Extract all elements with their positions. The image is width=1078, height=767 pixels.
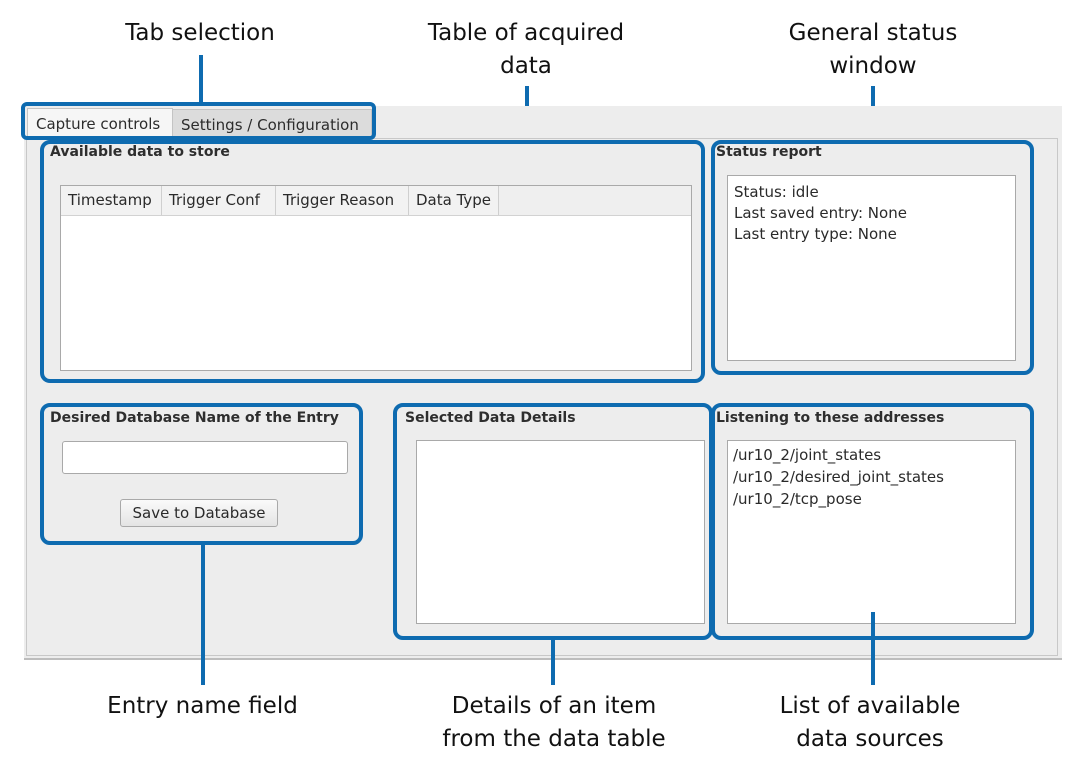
callout-status-window-line1: General status — [788, 20, 958, 46]
column-header-timestamp[interactable]: Timestamp — [61, 186, 162, 215]
details-panel[interactable] — [416, 440, 705, 624]
column-header-data-type[interactable]: Data Type — [409, 186, 499, 215]
status-report-title: Status report — [716, 144, 822, 160]
callout-status-window-line2: window — [829, 53, 917, 79]
column-header-trigger-reason[interactable]: Trigger Reason — [276, 186, 409, 215]
entry-name-title: Desired Database Name of the Entry — [50, 410, 339, 426]
callout-data-sources: List of available data sources — [770, 690, 970, 756]
callout-data-sources-line2: data sources — [796, 726, 944, 752]
callout-data-table-line1: Table of acquired — [427, 20, 625, 46]
addresses-title: Listening to these addresses — [716, 410, 945, 426]
data-table-title: Available data to store — [50, 144, 230, 160]
callout-details-line2: from the data table — [442, 726, 666, 752]
connector-data-sources — [871, 612, 875, 685]
callout-status-window: General status window — [775, 17, 971, 83]
last-saved-entry-line: Last saved entry: None — [734, 204, 907, 222]
callout-data-table-line2: data — [500, 53, 552, 79]
connector-details — [551, 640, 555, 685]
connector-entry-name — [201, 545, 205, 685]
save-to-database-button[interactable]: Save to Database — [120, 499, 278, 527]
last-entry-type-line: Last entry type: None — [734, 225, 897, 243]
address-item[interactable]: /ur10_2/joint_states — [733, 446, 882, 464]
connector-tab-selection — [199, 55, 203, 103]
address-item[interactable]: /ur10_2/tcp_pose — [733, 490, 862, 508]
app-window: Capture controls Settings / Configuratio… — [24, 106, 1062, 660]
details-title: Selected Data Details — [405, 410, 576, 426]
tab-settings-configuration[interactable]: Settings / Configuration — [172, 109, 372, 139]
callout-data-sources-line1: List of available — [779, 693, 961, 719]
table-header: Timestamp Trigger Conf Trigger Reason Da… — [61, 186, 691, 216]
addresses-list[interactable]: /ur10_2/joint_states /ur10_2/desired_joi… — [727, 440, 1016, 624]
status-line: Status: idle — [734, 183, 819, 201]
address-item[interactable]: /ur10_2/desired_joint_states — [733, 468, 944, 486]
callout-tab-selection: Tab selection — [125, 20, 275, 46]
entry-name-input[interactable] — [62, 441, 348, 474]
tab-capture-controls[interactable]: Capture controls — [27, 108, 173, 138]
callout-entry-name: Entry name field — [107, 693, 298, 719]
callout-details-line1: Details of an item — [451, 693, 657, 719]
data-table[interactable]: Timestamp Trigger Conf Trigger Reason Da… — [60, 185, 692, 371]
column-header-trigger-conf[interactable]: Trigger Conf — [162, 186, 276, 215]
callout-details: Details of an item from the data table — [438, 690, 670, 756]
status-report-panel: Status: idle Last saved entry: None Last… — [727, 175, 1016, 361]
callout-data-table: Table of acquired data — [420, 17, 632, 83]
